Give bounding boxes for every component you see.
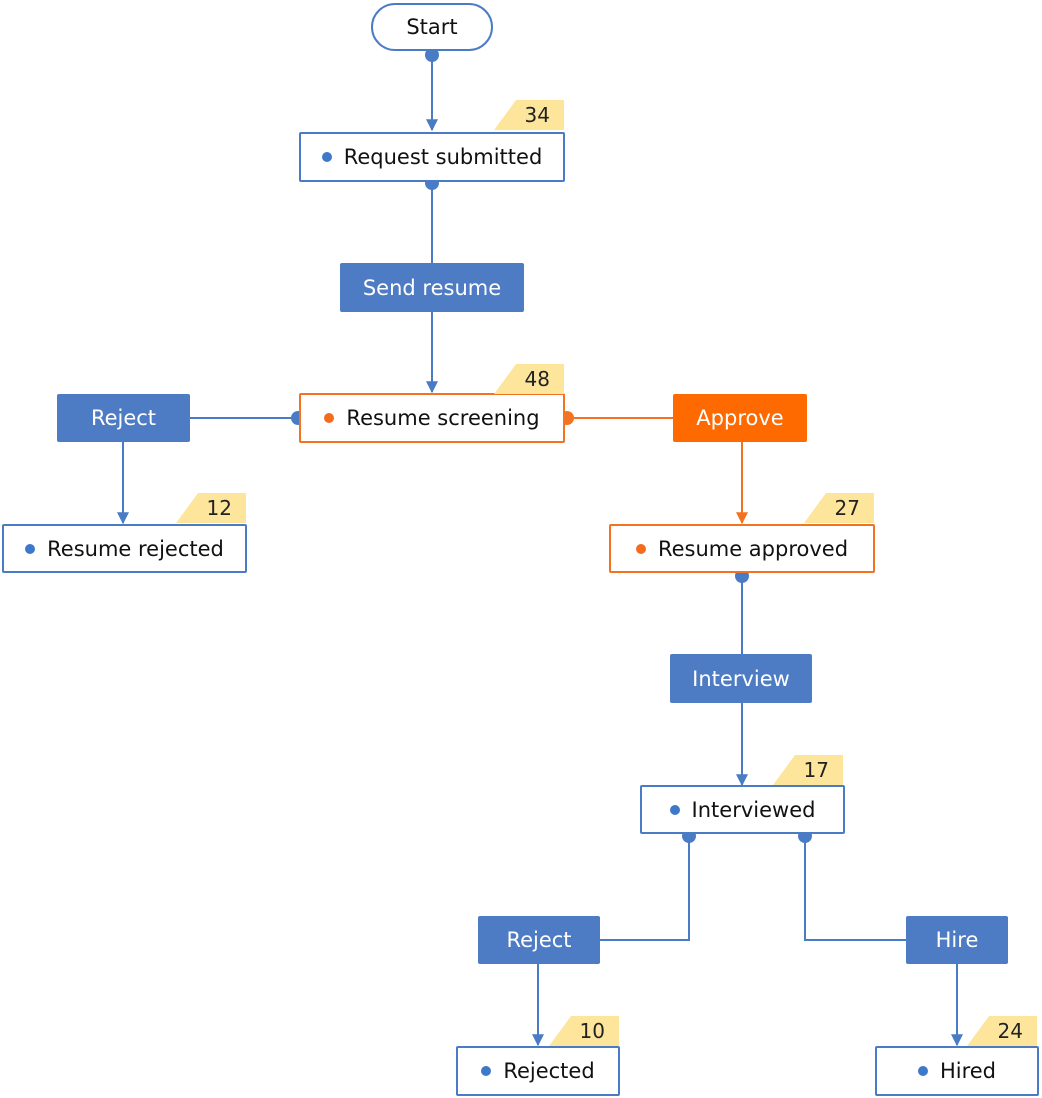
state-label: Resume rejected	[47, 536, 224, 561]
start-node[interactable]: Start	[371, 3, 493, 51]
action-approve-button[interactable]: Approve	[673, 394, 807, 442]
state-label: Resume approved	[657, 536, 849, 561]
action-label: Reject	[90, 406, 157, 430]
state-dot-icon	[321, 152, 332, 162]
state-dot-icon	[635, 543, 646, 554]
state-label: Request submitted	[343, 145, 543, 169]
state-interviewed[interactable]: Interviewed	[640, 785, 845, 834]
action-hire-button[interactable]: Hire	[906, 916, 1008, 964]
action-label: Reject	[506, 928, 572, 952]
state-dot-icon	[481, 1066, 492, 1076]
action-reject-resume-button[interactable]: Reject	[57, 394, 190, 442]
state-dot-icon	[917, 1066, 928, 1076]
state-rejected[interactable]: Rejected	[456, 1046, 620, 1096]
state-label: Hired	[939, 1059, 997, 1083]
action-label: Send resume	[362, 275, 502, 300]
action-reject-candidate-button[interactable]: Reject	[478, 916, 600, 964]
action-send-resume-button[interactable]: Send resume	[340, 263, 524, 312]
port-dot	[425, 48, 439, 62]
action-label: Approve	[696, 406, 784, 430]
start-label: Start	[406, 15, 458, 39]
state-request-submitted[interactable]: Request submitted	[299, 132, 565, 182]
state-dot-icon	[669, 804, 680, 815]
state-resume-rejected[interactable]: Resume rejected	[2, 524, 247, 573]
count-badge: 10	[549, 1016, 619, 1046]
action-interview-button[interactable]: Interview	[670, 654, 812, 703]
action-label: Interview	[692, 666, 790, 691]
state-hired[interactable]: Hired	[875, 1046, 1039, 1096]
state-label: Rejected	[503, 1059, 595, 1083]
state-dot-icon	[324, 413, 335, 423]
count-badge: 17	[773, 755, 843, 785]
edge-interviewed-to-hire	[804, 836, 906, 941]
state-resume-screening[interactable]: Resume screening	[299, 393, 565, 443]
action-label: Hire	[935, 928, 979, 952]
state-resume-approved[interactable]: Resume approved	[609, 524, 875, 573]
state-label: Resume screening	[346, 406, 540, 430]
edge-interviewed-to-reject	[600, 836, 690, 941]
state-label: Interviewed	[691, 797, 816, 822]
state-dot-icon	[25, 543, 36, 554]
